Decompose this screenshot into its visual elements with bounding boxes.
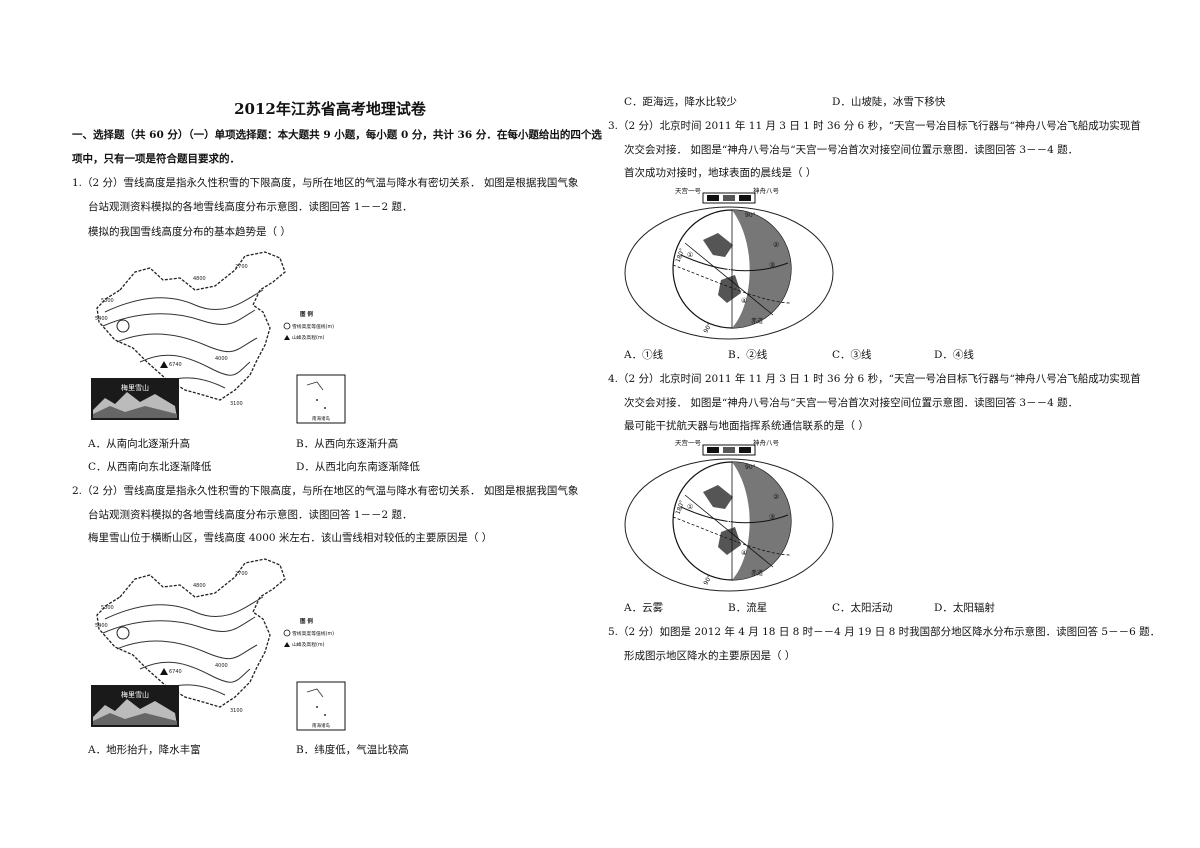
q2-option-b[interactable]: B．纬度低，气温比较高 <box>296 744 409 756</box>
contour-legend-icon <box>283 322 291 330</box>
label-tiangong: 天宫一号 <box>675 438 702 447</box>
line-3-marker: ③ <box>769 513 775 521</box>
svg-text:4800: 4800 <box>193 583 206 589</box>
q1-stem-line1: 1.（2 分）雪线高度是指永久性积雪的下限高度，与所在地区的气温与降水有密切关系… <box>72 177 579 189</box>
longitude-top-label: 90° <box>745 212 756 219</box>
q3-option-a[interactable]: A．①线 <box>624 349 664 361</box>
q1-option-c[interactable]: C．从西南向东北逐渐降低 <box>88 461 212 473</box>
legend-contour-label: 雪线高度等值线(m) <box>292 630 334 637</box>
line-2-marker: ② <box>773 241 779 249</box>
svg-text:4000: 4000 <box>215 356 228 362</box>
line-2-marker: ② <box>773 493 779 501</box>
peak-height-label: 6740 <box>169 669 182 675</box>
svg-text:2700: 2700 <box>235 264 248 270</box>
q4-option-a[interactable]: A．云雾 <box>624 602 664 614</box>
q2-question: 梅里雪山位于横断山区，雪线高度 4000 米左右．该山雪线相对较低的主要原因是（… <box>88 532 493 544</box>
q5-stem-line1: 5.（2 分）如图是 2012 年 4 月 18 日 8 时－－4 月 19 日… <box>608 626 1161 638</box>
q1-option-d[interactable]: D．从西北向东南逐渐降低 <box>296 461 420 473</box>
q3-stem-line1: 3.（2 分）北京时间 2011 年 11 月 3 日 1 时 36 分 6 秒… <box>608 120 1141 132</box>
equator-label: 赤道 <box>751 317 763 325</box>
north-pole-label: N <box>727 520 732 527</box>
q4-stem-line2: 次交会对接． 如图是“神舟八号冶与“天宫一号冶首次对接空间位置示意图．读图回答 … <box>624 397 1079 409</box>
q2-option-a[interactable]: A．地形抬升，降水丰富 <box>88 744 201 756</box>
longitude-left-label: 180° <box>675 248 687 264</box>
svg-text:2700: 2700 <box>235 571 248 577</box>
inset-caption: 南海诸岛 <box>312 415 330 422</box>
svg-text:5400: 5400 <box>95 316 108 322</box>
label-shenzhou: 神舟八号 <box>753 186 780 195</box>
q5-question: 形成图示地区降水的主要原因是（ ） <box>624 650 796 662</box>
line-4-marker: ④ <box>741 297 747 305</box>
inset-caption: 南海诸岛 <box>312 722 330 729</box>
svg-text:3100: 3100 <box>230 708 243 714</box>
section-heading-line1: 一、选择题（共 60 分）（一）单项选择题：本大题共 9 小题，每小题 0 分，… <box>72 129 602 141</box>
equator-label: 赤道 <box>751 569 763 577</box>
q4-question: 最可能干扰航天器与地面指挥系统通信联系的是（ ） <box>624 420 869 432</box>
line-1-marker: ① <box>687 251 693 259</box>
longitude-left-label: 180° <box>675 500 687 516</box>
photo-caption: 梅里雪山 <box>121 383 149 392</box>
svg-text:5300: 5300 <box>101 298 114 304</box>
q1-option-b[interactable]: B．从西向东逐渐升高 <box>296 438 399 450</box>
section-heading-line2: 项中，只有一项是符合题目要求的． <box>72 153 240 165</box>
longitude-bottom-label: 90° <box>702 322 713 335</box>
snowline-map-figure-1: 6740 2700 4800 5300 5400 4000 3100 梅里雪山 … <box>85 250 360 430</box>
legend-title: 图 例 <box>300 310 313 318</box>
q3-stem-line2: 次交会对接． 如图是“神舟八号冶与“天宫一号冶首次对接空间位置示意图．读图回答 … <box>624 144 1079 156</box>
q4-option-c[interactable]: C．太阳活动 <box>832 602 893 614</box>
q3-option-c[interactable]: C．③线 <box>832 349 872 361</box>
north-pole-label: N <box>727 268 732 275</box>
legend-peak-label: 山峰及高程(m) <box>292 334 325 341</box>
globe-figure-1: 天宫一号 神舟八号 90° 180° 90° 赤道 N ① ② ③ ④ <box>623 185 835 342</box>
q3-option-d[interactable]: D．④线 <box>934 349 974 361</box>
svg-text:5400: 5400 <box>95 623 108 629</box>
mountain-peak-icon <box>160 361 168 368</box>
legend-title: 图 例 <box>300 617 313 625</box>
longitude-top-label: 90° <box>745 464 756 471</box>
svg-text:4000: 4000 <box>215 663 228 669</box>
q4-stem-line1: 4.（2 分）北京时间 2011 年 11 月 3 日 1 时 36 分 6 秒… <box>608 373 1141 385</box>
label-tiangong: 天宫一号 <box>675 186 702 195</box>
svg-text:5300: 5300 <box>101 605 114 611</box>
globe-figure-2: 天宫一号 神舟八号 90° 180° 90° 赤道 N ① ② ③ ④ <box>623 437 835 594</box>
line-1-marker: ① <box>687 503 693 511</box>
q2-option-d[interactable]: D．山坡陡，冰雪下移快 <box>832 96 946 108</box>
peak-height-label: 6740 <box>169 362 182 368</box>
legend-contour-label: 雪线高度等值线(m) <box>292 323 334 330</box>
q4-option-d[interactable]: D．太阳辐射 <box>934 602 995 614</box>
q2-stem-line2: 台站观测资料模拟的各地雪线高度分布示意图．读图回答 1－－2 题． <box>88 509 413 521</box>
q1-stem-line2: 台站观测资料模拟的各地雪线高度分布示意图．读图回答 1－－2 题． <box>88 201 413 213</box>
q1-option-a[interactable]: A．从南向北逐渐升高 <box>88 438 191 450</box>
page-title: 2012年江苏省高考地理试卷 <box>234 100 426 118</box>
peak-legend-icon <box>284 642 290 647</box>
q3-question: 首次成功对接时，地球表面的晨线是（ ） <box>624 167 817 179</box>
mountain-peak-icon <box>160 668 168 675</box>
svg-text:3100: 3100 <box>230 401 243 407</box>
q2-stem-line1: 2.（2 分）雪线高度是指永久性积雪的下限高度，与所在地区的气温与降水有密切关系… <box>72 485 579 497</box>
line-4-marker: ④ <box>741 549 747 557</box>
q4-option-b[interactable]: B．流星 <box>728 602 768 614</box>
peak-legend-icon <box>284 335 290 340</box>
q1-question: 模拟的我国雪线高度分布的基本趋势是（ ） <box>88 226 291 238</box>
photo-caption: 梅里雪山 <box>121 690 149 699</box>
contour-legend-icon <box>283 629 291 637</box>
q3-option-b[interactable]: B．②线 <box>728 349 768 361</box>
snowline-map-figure-2: 6740 2700 4800 5300 5400 4000 3100 梅里雪山 … <box>85 557 360 737</box>
label-shenzhou: 神舟八号 <box>753 438 780 447</box>
legend-peak-label: 山峰及高程(m) <box>292 641 325 648</box>
longitude-bottom-label: 90° <box>702 574 713 587</box>
q2-option-c[interactable]: C．距海远，降水比较少 <box>624 96 738 108</box>
svg-text:4800: 4800 <box>193 276 206 282</box>
line-3-marker: ③ <box>769 261 775 269</box>
